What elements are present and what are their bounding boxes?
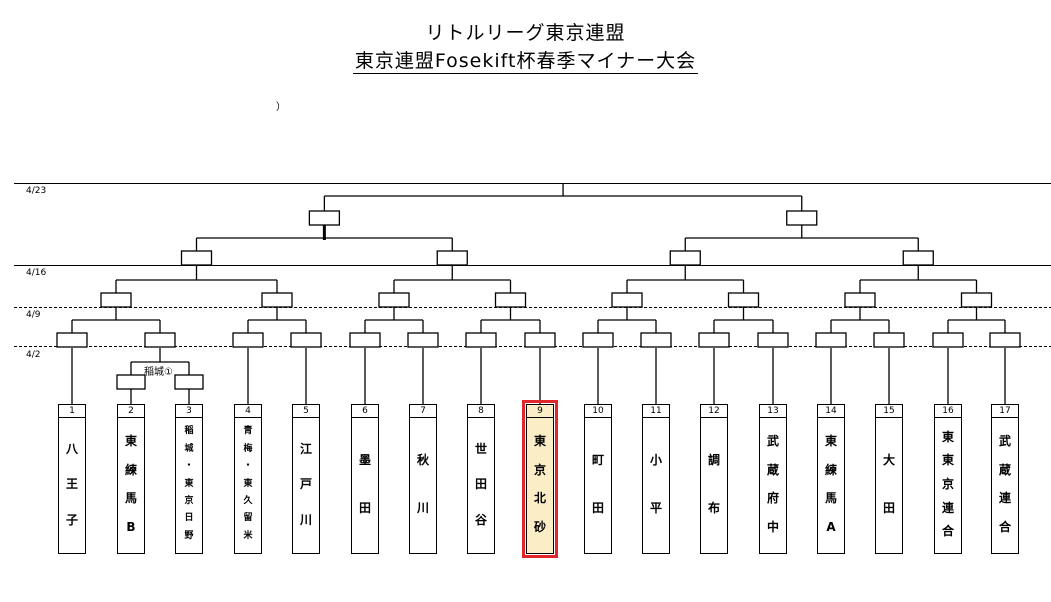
team-name: 秋川 <box>416 453 429 515</box>
team-number: 17 <box>992 405 1018 418</box>
score-box <box>757 332 789 348</box>
team-number: 5 <box>293 405 319 418</box>
team-name: 小平 <box>649 453 662 515</box>
tournament-title-text: 東京連盟Fosekift杯春季マイナー大会 <box>352 50 699 74</box>
score-box <box>494 292 527 308</box>
score-box <box>180 250 213 266</box>
team-box-8: 8 世田谷 <box>467 404 495 554</box>
date-label-4-16: 4/16 <box>26 268 47 278</box>
score-box <box>100 292 132 308</box>
team-box-6: 6 墨田 <box>351 404 379 554</box>
team-box-1: 1 八王子 <box>58 404 86 554</box>
team-number: 14 <box>818 405 844 418</box>
team-number: 16 <box>935 405 961 418</box>
score-box <box>786 210 818 226</box>
team-number: 9 <box>527 405 553 418</box>
team-box-16: 16 東東京連合 <box>934 404 962 554</box>
score-box <box>873 332 905 348</box>
score-box <box>640 332 672 348</box>
score-box <box>611 292 643 308</box>
score-box <box>116 374 146 390</box>
team-box-10: 10 町田 <box>584 404 612 554</box>
score-box <box>669 250 701 266</box>
score-box <box>727 292 760 308</box>
team-number: 6 <box>352 405 378 418</box>
score-box <box>232 332 264 348</box>
score-box <box>698 332 730 348</box>
team-name: 世田谷 <box>474 441 487 527</box>
team-name: 東東京連合 <box>941 429 954 539</box>
team-box-13: 13 武蔵府中 <box>759 404 787 554</box>
team-number: 11 <box>643 405 669 418</box>
team-box-12: 12 調布 <box>700 404 728 554</box>
team-name: 東京北砂 <box>533 434 546 534</box>
score-box <box>378 292 410 308</box>
score-box <box>989 332 1021 348</box>
team-name: 墨田 <box>358 453 371 515</box>
team-box-15: 15 大田 <box>875 404 903 554</box>
date-label-4-9: 4/9 <box>26 310 41 320</box>
team-box-9: 9 東京北砂 <box>522 400 558 558</box>
page-title: リトルリーグ東京連盟 <box>425 22 626 44</box>
team-number: 2 <box>118 405 144 418</box>
note-text: ） <box>276 102 286 113</box>
sub-bracket-label: 稲城① <box>144 367 173 378</box>
date-label-4-2: 4/2 <box>26 350 41 360</box>
team-name: 武蔵連合 <box>998 434 1011 534</box>
score-box <box>349 332 381 348</box>
team-number: 13 <box>760 405 786 418</box>
team-number: 10 <box>585 405 611 418</box>
score-box <box>815 332 847 348</box>
team-number: 4 <box>235 405 261 418</box>
team-name: 青梅・東久留米 <box>243 426 253 541</box>
score-box <box>465 332 497 348</box>
team-name: 大田 <box>882 453 895 515</box>
team-name: 稲城・東京日野 <box>184 426 194 541</box>
team-name: 町田 <box>591 453 604 515</box>
tournament-title: 東京連盟Fosekift杯春季マイナー大会 <box>0 46 1051 74</box>
round-line-4-16 <box>14 265 1051 266</box>
round-line-4-23 <box>14 183 1051 184</box>
team-number: 12 <box>701 405 727 418</box>
score-box <box>308 210 341 226</box>
score-box <box>174 374 204 390</box>
team-box-11: 11 小平 <box>642 404 670 554</box>
score-box <box>524 332 556 348</box>
score-box <box>407 332 439 348</box>
team-box-3: 3 稲城・東京日野 <box>175 404 203 554</box>
team-name: 調布 <box>707 453 720 515</box>
team-number: 1 <box>59 405 85 418</box>
team-number: 3 <box>176 405 202 418</box>
team-number: 7 <box>410 405 436 418</box>
score-box <box>960 292 993 308</box>
team-box-4: 4 青梅・東久留米 <box>234 404 262 554</box>
score-box <box>144 332 176 348</box>
round-line-4-9 <box>14 307 1051 308</box>
team-number: 15 <box>876 405 902 418</box>
team-box-7: 7 秋川 <box>409 404 437 554</box>
score-box <box>290 332 322 348</box>
team-name: 江戸川 <box>299 441 312 527</box>
date-label-4-23: 4/23 <box>26 186 47 196</box>
team-box-17: 17 武蔵連合 <box>991 404 1019 554</box>
score-box <box>932 332 964 348</box>
team-name: 武蔵府中 <box>766 434 779 534</box>
score-box <box>436 250 468 266</box>
team-name: 八王子 <box>65 441 78 527</box>
score-box <box>56 332 88 348</box>
score-box <box>582 332 614 348</box>
score-box <box>902 250 934 266</box>
team-box-5: 5 江戸川 <box>292 404 320 554</box>
score-box <box>261 292 293 308</box>
team-number: 8 <box>468 405 494 418</box>
score-box <box>844 292 876 308</box>
